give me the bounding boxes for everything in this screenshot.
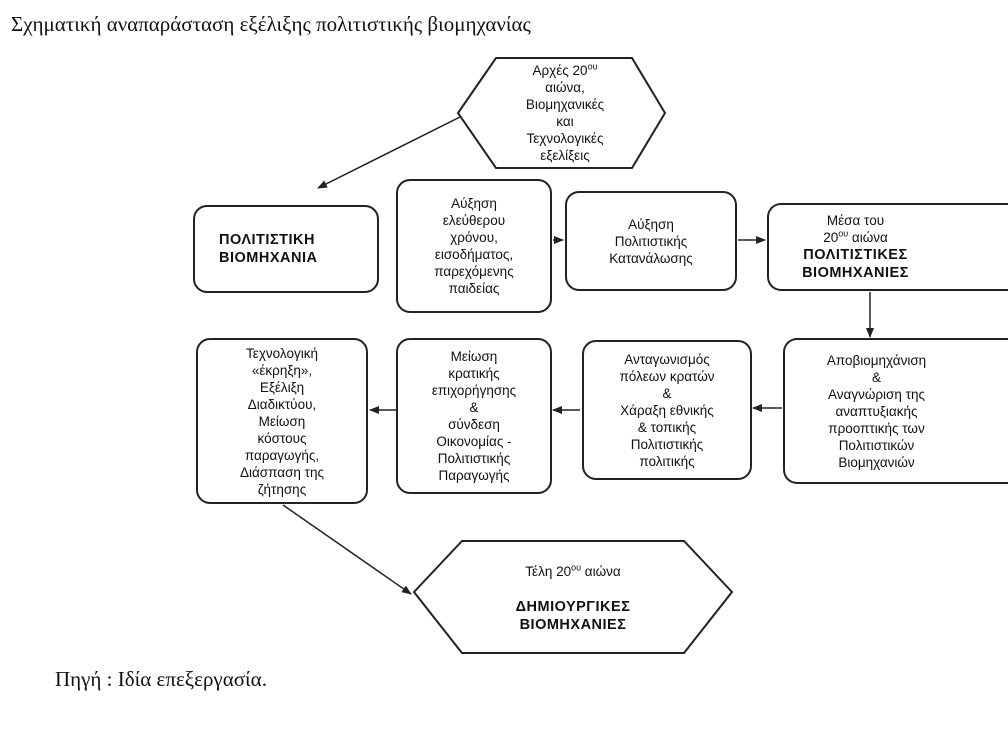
deindustrialization-line1: Αποβιομηχάνιση xyxy=(826,352,927,368)
mid-century-line2: 20 xyxy=(823,230,839,245)
tech-line3: Εξέλιξη xyxy=(259,379,305,395)
start-hex-line5: Τεχνολογικές xyxy=(526,131,604,146)
consumption-line2: Πολιτιστικής xyxy=(614,233,688,249)
competition-box: Ανταγωνισμός πόλεων κρατών & Χάραξη εθνι… xyxy=(582,340,752,480)
subsidy-line1: Μείωση xyxy=(450,349,498,364)
deindustrialization-line4: αναπτυξιακής xyxy=(835,403,918,419)
start-hex-line1: Αρχές 20 xyxy=(532,63,588,78)
free-time-line6: παιδείας xyxy=(448,281,500,296)
competition-line5: & τοπικής xyxy=(637,419,697,435)
competition-line1: Ανταγωνισμός xyxy=(624,351,710,367)
deindustrialization-box: Αποβιομηχάνιση & Αναγνώριση της αναπτυξι… xyxy=(783,338,1008,484)
tech-line5: Μείωση xyxy=(258,413,306,429)
deindustrialization-line6: Πολιτιστικών xyxy=(838,437,915,453)
mid-century-box: Μέσα του 20ου αιώνα ΠΟΛΙΤΙΣΤΙΚΕΣ ΒΙΟΜΗΧΑ… xyxy=(767,203,1008,291)
deindustrialization-line5: προοπτικής των xyxy=(828,420,925,436)
mid-century-line1: Μέσα του xyxy=(826,213,885,228)
subsidy-line4: & xyxy=(469,400,479,415)
competition-line3: & xyxy=(662,385,672,401)
competition-line2: πόλεων κρατών xyxy=(619,368,715,384)
mid-century-sup: ου xyxy=(838,228,849,239)
start-hex-line4: και xyxy=(556,114,574,129)
tech-line6: κόστους xyxy=(257,430,307,446)
tech-line1: Τεχνολογική xyxy=(246,345,318,361)
start-hex-line3: Βιομηχανικές xyxy=(525,97,605,112)
free-time-line2: ελεύθερου xyxy=(442,213,506,228)
end-hexagon-label: Τέλη 20ου αιώνα ΔΗΜΙΟΥΡΓΙΚΕΣ ΒΙΟΜΗΧΑΝΙΕΣ xyxy=(460,550,686,646)
cultural-industry-box: ΠΟΛΙΤΙΣΤΙΚΗ ΒΙΟΜΗΧΑΝΙΑ xyxy=(193,205,379,293)
tech-box: Τεχνολογική «έκρηξη», Εξέλιξη Διαδικτύου… xyxy=(196,338,368,504)
competition-line6: Πολιτιστικής xyxy=(630,436,704,452)
tech-line7: παραγωγής, xyxy=(244,447,320,463)
cultural-industry-line1: ΠΟΛΙΤΙΣΤΙΚΗ xyxy=(219,232,315,248)
source-note: Πηγή : Ιδία επεξεργασία. xyxy=(55,667,267,691)
subsidy-line6: Οικονομίας - xyxy=(436,434,512,449)
mid-century-line2-suffix: αιώνα xyxy=(848,230,888,245)
subsidy-line3: επιχορήγησης xyxy=(431,383,517,398)
deindustrialization-line3: Αναγνώριση της xyxy=(828,386,925,402)
tech-line2: «έκρηξη», xyxy=(251,362,313,378)
cultural-industry-line2: ΒΙΟΜΗΧΑΝΙΑ xyxy=(219,250,318,266)
tech-line9: ζήτησης xyxy=(257,481,307,497)
deindustrialization-line2: & xyxy=(871,369,881,385)
consumption-box: Αύξηση Πολιτιστικής Κατανάλωσης xyxy=(565,191,737,291)
start-hexagon-label: Αρχές 20ου αιώνα, Βιομηχανικές και Τεχνο… xyxy=(480,60,650,166)
free-time-box: Αύξηση ελεύθερου χρόνου, εισοδήματος, πα… xyxy=(396,179,552,313)
subsidy-box: Μείωση κρατικής επιχορήγησης & σύνδεση Ο… xyxy=(396,338,552,494)
free-time-line5: παρεχόμενης xyxy=(434,264,514,279)
subsidy-line8: Παραγωγής xyxy=(438,468,510,483)
figure-title: Σχηματική αναπαράσταση εξέλιξης πολιτιστ… xyxy=(11,12,531,36)
end-hex-line1: Τέλη 20 xyxy=(525,563,572,579)
end-hex-line3: ΒΙΟΜΗΧΑΝΙΕΣ xyxy=(519,616,627,633)
end-hex-line1-suffix: αιώνα xyxy=(581,563,621,579)
start-hex-sup: ου xyxy=(587,61,598,72)
mid-century-line4: ΒΙΟΜΗΧΑΝΙΕΣ xyxy=(802,265,909,281)
deindustrialization-line7: Βιομηχανιών xyxy=(838,454,915,470)
free-time-line3: χρόνου, xyxy=(450,230,498,245)
subsidy-line2: κρατικής xyxy=(448,366,500,381)
tech-line4: Διαδικτύου, xyxy=(247,396,317,412)
end-hexagon-shape xyxy=(412,540,734,654)
subsidy-line5: σύνδεση xyxy=(448,417,500,432)
start-hex-line2: αιώνα, xyxy=(545,80,585,95)
competition-line7: πολιτικής xyxy=(639,453,695,469)
subsidy-line7: Πολιτιστικής xyxy=(437,451,511,466)
competition-line4: Χάραξη εθνικής xyxy=(620,402,714,418)
arrow-tech-to-end xyxy=(282,504,412,595)
free-time-line1: Αύξηση xyxy=(451,196,497,211)
end-hex-sup: ου xyxy=(571,562,582,572)
end-hex-line2: ΔΗΜΙΟΥΡΓΙΚΕΣ xyxy=(515,598,631,615)
start-hexagon-shape xyxy=(456,57,667,169)
mid-century-line3: ΠΟΛΙΤΙΣΤΙΚΕΣ xyxy=(803,247,908,263)
tech-line8: Διάσπαση της xyxy=(239,464,325,480)
arrow-start-to-cultural-industry xyxy=(317,116,461,189)
free-time-line4: εισοδήματος, xyxy=(434,247,514,262)
consumption-line3: Κατανάλωσης xyxy=(609,250,693,266)
consumption-line1: Αύξηση xyxy=(628,216,674,232)
start-hex-line6: εξελίξεις xyxy=(540,148,590,163)
